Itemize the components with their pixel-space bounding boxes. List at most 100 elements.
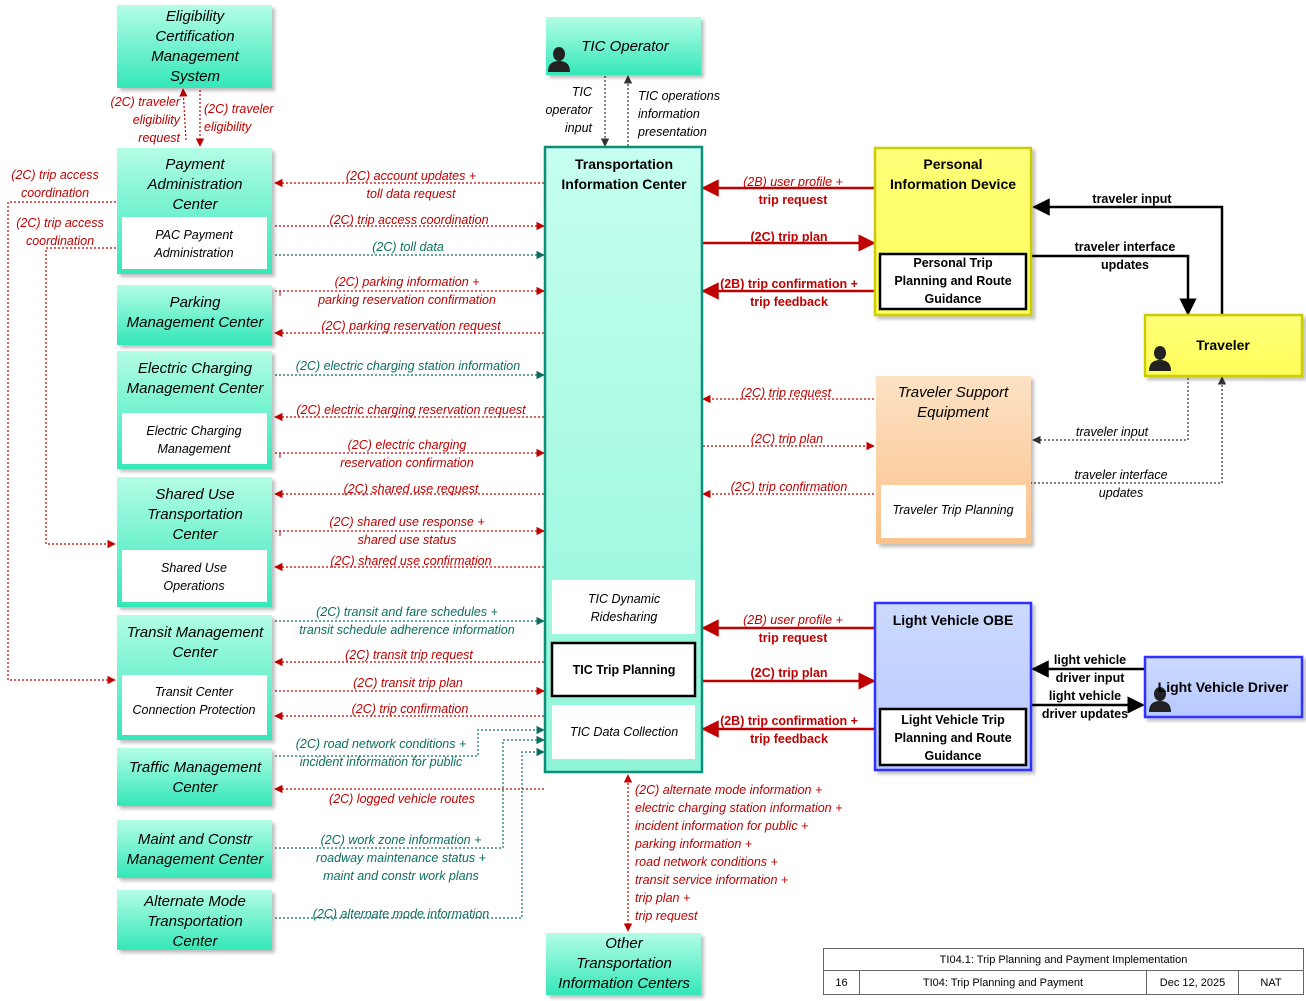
box-tse-sub[interactable] bbox=[881, 485, 1026, 538]
box-other-tic[interactable] bbox=[546, 933, 701, 995]
label-obe: Light Vehicle OBE bbox=[893, 612, 1014, 628]
person-icon bbox=[1149, 346, 1171, 371]
box-tic-ride[interactable] bbox=[552, 580, 695, 634]
flowlabel-trav-input-pid: traveler input bbox=[1092, 192, 1172, 206]
box-shared-sub[interactable] bbox=[122, 550, 267, 602]
flowlabel-pid-plan: (2C) trip plan bbox=[750, 230, 827, 244]
box-pac[interactable] bbox=[122, 217, 267, 269]
box-altmode[interactable] bbox=[117, 890, 272, 950]
box-electric-sub[interactable] bbox=[122, 413, 267, 464]
box-driver[interactable] bbox=[1143, 655, 1304, 719]
box-tic-operator[interactable] bbox=[546, 17, 701, 75]
flowlabel-tse-plan: (2C) trip plan bbox=[751, 432, 823, 446]
label-tic-operator: TIC Operator bbox=[581, 38, 670, 55]
box-tic-data[interactable] bbox=[552, 705, 695, 759]
flowlabel-transit-conf: (2C) trip confirmation bbox=[352, 702, 469, 716]
flow-trav-input-pid[interactable] bbox=[1032, 198, 1224, 314]
flowlabel-pid-conf: (2B) trip confirmation +trip feedback bbox=[720, 277, 858, 309]
flowlabel-account: (2C) account updates +toll data request bbox=[346, 169, 476, 201]
box-maint[interactable] bbox=[117, 820, 272, 878]
label-traveler: Traveler bbox=[1196, 337, 1250, 353]
flow-ecms-request[interactable] bbox=[179, 88, 188, 141]
footer-title: TI04.1: Trip Planning and Payment Implem… bbox=[823, 948, 1304, 971]
label-tic-trip: TIC Trip Planning bbox=[573, 663, 676, 677]
flow-road-cond[interactable] bbox=[275, 725, 545, 757]
flowlabel-su-req: (2C) shared use request bbox=[344, 482, 479, 496]
flowlabel-obe-conf: (2B) trip confirmation +trip feedback bbox=[720, 714, 858, 746]
box-obe-sub[interactable] bbox=[878, 707, 1028, 767]
box-pid-sub[interactable] bbox=[878, 252, 1028, 311]
flow-trip-access-2[interactable] bbox=[45, 247, 116, 549]
flowlabel-ec-info: (2C) electric charging station informati… bbox=[296, 359, 520, 373]
flowlabel-work-zone: (2C) work zone information +roadway main… bbox=[316, 833, 486, 883]
flowlabel-su-conf: (2C) shared use confirmation bbox=[330, 554, 491, 568]
flowlabel-su-resp: (2C) shared use response +shared use sta… bbox=[329, 515, 484, 547]
flowlabel-transit-plan: (2C) transit trip plan bbox=[353, 676, 463, 690]
flowlabel-trip-access-tic: (2C) trip access coordination bbox=[329, 213, 488, 227]
flowlabel-trav-input-tse: traveler input bbox=[1076, 425, 1149, 439]
box-traveler[interactable] bbox=[1143, 313, 1304, 378]
box-tic-trip[interactable] bbox=[550, 641, 697, 698]
person-icon bbox=[548, 47, 1171, 712]
footer-number: 16 bbox=[823, 970, 860, 995]
flowlabel-ec-res-req: (2C) electric charging reservation reque… bbox=[296, 403, 526, 417]
flowlabel-obe-profile: (2B) user profile +trip request bbox=[743, 613, 843, 645]
box-transit-sub[interactable] bbox=[122, 675, 267, 735]
flowlabel-transit-sched: (2C) transit and fare schedules +transit… bbox=[299, 605, 514, 637]
flowlabel-road-cond: (2C) road network conditions +incident i… bbox=[296, 737, 467, 769]
footer-date: Dec 12, 2025 bbox=[1146, 970, 1239, 995]
flow-trav-iface-pid[interactable] bbox=[1030, 254, 1197, 316]
flow-work-zone[interactable] bbox=[275, 735, 545, 849]
flowlabel-pid-profile: (2B) user profile +trip request bbox=[743, 175, 843, 207]
label-tic-data: TIC Data Collection bbox=[570, 725, 678, 739]
flowlabel-obe-plan: (2C) trip plan bbox=[750, 666, 827, 680]
label-driver: Light Vehicle Driver bbox=[1158, 679, 1289, 695]
flowlabel-tse-conf: (2C) trip confirmation bbox=[731, 480, 848, 494]
flow-alt-info[interactable] bbox=[275, 747, 545, 919]
flow-trip-access-1[interactable] bbox=[7, 201, 116, 685]
person-icon bbox=[1149, 687, 1171, 712]
flow-trav-input-tse[interactable] bbox=[1032, 378, 1189, 445]
flowlabel-transit-req: (2C) transit trip request bbox=[345, 648, 473, 662]
person-icon bbox=[548, 47, 570, 72]
footer-name: TI04: Trip Planning and Payment bbox=[859, 970, 1147, 995]
flowlabel-alt-info: (2C) alternate mode information bbox=[313, 907, 490, 921]
flowlabel-parking-info: (2C) parking information +parking reserv… bbox=[317, 275, 496, 307]
box-traffic[interactable] bbox=[117, 748, 272, 806]
flow-trav-iface-tse[interactable] bbox=[1030, 376, 1227, 484]
flowlabel-tse-req: (2C) trip request bbox=[741, 386, 832, 400]
flowlabel-toll: (2C) toll data bbox=[372, 240, 444, 254]
flowlabel-parking-req: (2C) parking reservation request bbox=[321, 319, 501, 333]
label-tse-sub: Traveler Trip Planning bbox=[892, 503, 1013, 517]
box-parking[interactable] bbox=[117, 285, 272, 345]
box-ecms[interactable] bbox=[117, 5, 272, 88]
